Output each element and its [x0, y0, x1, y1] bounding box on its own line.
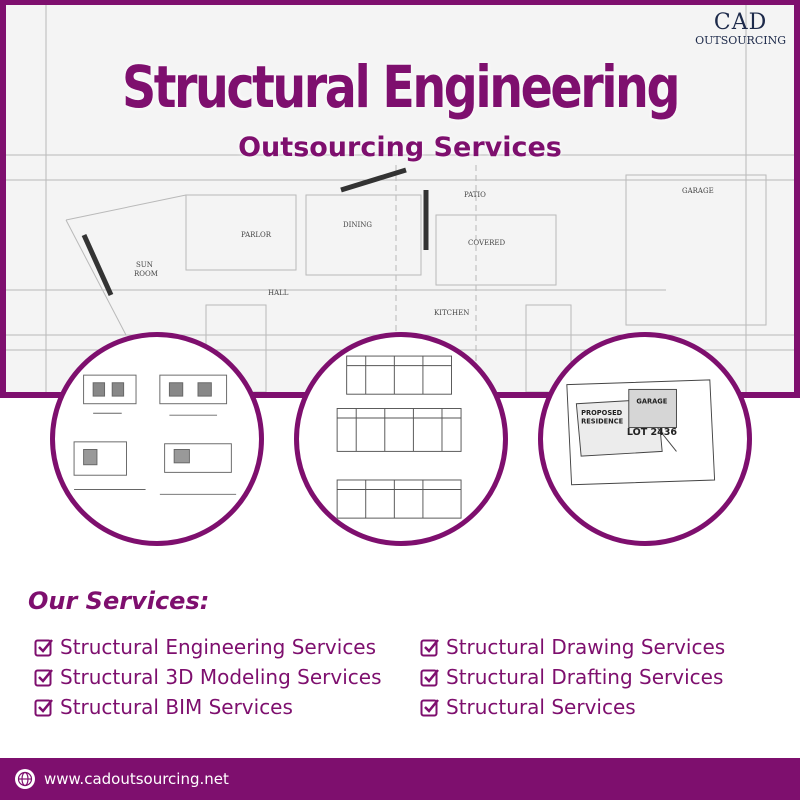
page-title: Structural Engineering: [121, 53, 681, 121]
footer-bar: www.cadoutsourcing.net: [0, 758, 800, 800]
service-label: Structural Drafting Services: [446, 665, 724, 689]
site-label-proposed: PROPOSED: [581, 409, 623, 417]
site-plan-illustration: PROPOSED RESIDENCE GARAGE LOT 2436: [566, 379, 716, 486]
plan-label-sun: SUN: [136, 261, 153, 269]
service-item: Structural Services: [420, 692, 725, 722]
plan-label-room: ROOM: [134, 270, 158, 278]
plan-label-patio: PATIO: [464, 191, 486, 199]
services-list-left: Structural Engineering Services Structur…: [34, 632, 382, 722]
site-label-garage: GARAGE: [636, 398, 667, 406]
drawing-thumbnail-details: [50, 332, 264, 546]
site-label-residence: RESIDENCE: [581, 418, 623, 426]
plan-label-dining: DINING: [343, 221, 372, 229]
service-item: Structural Engineering Services: [34, 632, 382, 662]
service-item: Structural Drafting Services: [420, 662, 725, 692]
service-label: Structural Engineering Services: [60, 635, 377, 659]
plan-label-kitchen: KITCHEN: [434, 309, 469, 317]
service-label: Structural BIM Services: [60, 695, 293, 719]
logo-outsourcing-text: OUTSOURCING: [695, 34, 786, 47]
company-logo: CAD OUTSOURCING: [695, 12, 786, 48]
checkbox-icon: [34, 639, 53, 657]
globe-icon: [15, 769, 35, 789]
drawing-thumbnail-site-plan: PROPOSED RESIDENCE GARAGE LOT 2436: [538, 332, 752, 546]
detail-drawings-illustration: [73, 374, 237, 495]
site-label-lot: LOT 2436: [627, 427, 677, 438]
checkbox-icon: [34, 699, 53, 717]
service-item: Structural BIM Services: [34, 692, 382, 722]
checkbox-icon: [420, 669, 439, 687]
section-drawings-illustration: [336, 355, 462, 519]
website-link[interactable]: www.cadoutsourcing.net: [44, 770, 229, 788]
service-item: Structural 3D Modeling Services: [34, 662, 382, 692]
page-subtitle: Outsourcing Services: [238, 132, 562, 163]
services-heading: Our Services:: [28, 587, 210, 615]
plan-label-parlor: PARLOR: [241, 231, 272, 239]
plan-label-garage: GARAGE: [682, 187, 714, 195]
hero-frame: SUN ROOM PARLOR DINING PATIO GARAGE COVE…: [0, 0, 800, 398]
checkbox-icon: [420, 639, 439, 657]
checkbox-icon: [34, 669, 53, 687]
service-label: Structural Drawing Services: [446, 635, 726, 659]
services-list-right: Structural Drawing Services Structural D…: [420, 632, 725, 722]
drawing-thumbnail-sections: [294, 332, 508, 546]
plan-label-covered: COVERED: [468, 239, 506, 247]
service-label: Structural 3D Modeling Services: [60, 665, 382, 689]
checkbox-icon: [420, 699, 439, 717]
service-label: Structural Services: [446, 695, 636, 719]
floor-plan-background: SUN ROOM PARLOR DINING PATIO GARAGE COVE…: [6, 5, 794, 392]
service-item: Structural Drawing Services: [420, 632, 725, 662]
plan-label-hall: HALL: [268, 289, 289, 297]
logo-cad-text: CAD: [713, 10, 768, 35]
